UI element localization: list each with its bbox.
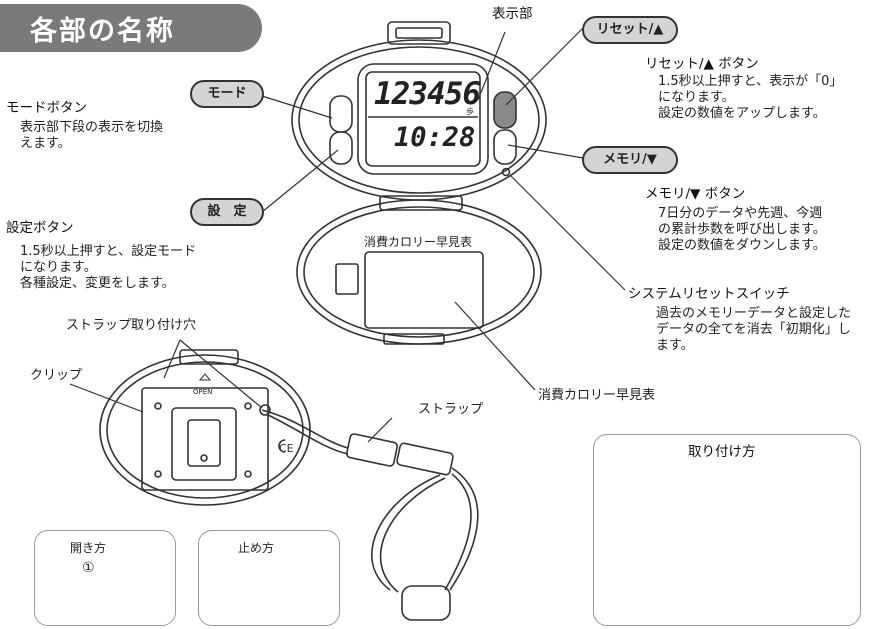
memory-button-description: 7日分のデータや先週、今週 の累計歩数を呼び出します。 設定の数値をダウンします… xyxy=(658,206,826,253)
memory-button-heading: メモリ/▼ ボタン xyxy=(645,186,746,202)
strap-hole-label: ストラップ取り付け穴 xyxy=(66,318,197,333)
strap-connector xyxy=(396,442,454,476)
memory-button-shape xyxy=(493,129,517,165)
mode-button-shape xyxy=(329,95,353,133)
how-to-close-label: 止め方 xyxy=(238,541,275,555)
mode-button-heading: モードボタン xyxy=(6,100,87,116)
calorie-table-label: 消費カロリー早見表 xyxy=(538,388,656,403)
system-reset-description: 過去のメモリーデータと設定した データの全てを消去「初期化」し ます。 xyxy=(656,306,852,353)
reset-button-heading: リセット/▲ ボタン xyxy=(645,56,759,72)
lower-body xyxy=(296,199,542,345)
lcd-steps-unit: 歩 xyxy=(466,107,474,116)
svg-text:CE: CE xyxy=(279,442,294,455)
setting-button-heading: 設定ボタン xyxy=(6,220,74,236)
how-to-open-label: 開き方 xyxy=(70,541,107,555)
mode-button-label: モード xyxy=(190,80,264,108)
reset-button-shape xyxy=(493,91,517,129)
how-to-close-inset xyxy=(198,530,340,626)
strap-label: ストラップ xyxy=(418,402,484,417)
attach-title: 取り付け方 xyxy=(688,444,756,460)
open-mark: OPEN xyxy=(193,388,213,396)
attach-inset xyxy=(593,434,861,626)
strap-buckle xyxy=(345,433,399,467)
mode-button-description: 表示部下段の表示を切換 えます。 xyxy=(20,120,164,151)
memory-button-label: メモリ/▼ xyxy=(582,146,678,174)
setting-button-label: 設 定 xyxy=(190,198,264,226)
lcd-time: 10:28 xyxy=(394,122,476,153)
back-body xyxy=(99,354,311,506)
lcd-steps: 123456 xyxy=(374,76,481,112)
lcd-frame xyxy=(357,63,489,175)
system-reset-hole xyxy=(501,167,511,177)
reset-button-description: 1.5秒以上押すと、表示が「0」 になります。 設定の数値をアップします。 xyxy=(658,74,843,121)
setting-button-shape xyxy=(329,131,353,165)
setting-button-description: 1.5秒以上押すと、設定モード になります。 各種設定、変更をします。 xyxy=(20,244,197,291)
system-reset-heading: システムリセットスイッチ xyxy=(628,286,790,302)
step-one-marker: ① xyxy=(82,560,95,576)
top-latch xyxy=(387,21,451,45)
reset-button-label: リセット/▲ xyxy=(582,16,678,44)
clip-label: クリップ xyxy=(30,368,83,383)
page-title: 各部の名称 xyxy=(30,16,175,47)
display-part-label: 表示部 xyxy=(492,6,533,22)
calorie-table-text: 消費カロリー早見表 xyxy=(364,235,473,249)
how-to-open-inset xyxy=(34,530,176,626)
clip-plate xyxy=(141,387,269,491)
strap-clip xyxy=(401,585,451,621)
calorie-table-box xyxy=(364,251,484,329)
title-banner xyxy=(0,4,262,52)
